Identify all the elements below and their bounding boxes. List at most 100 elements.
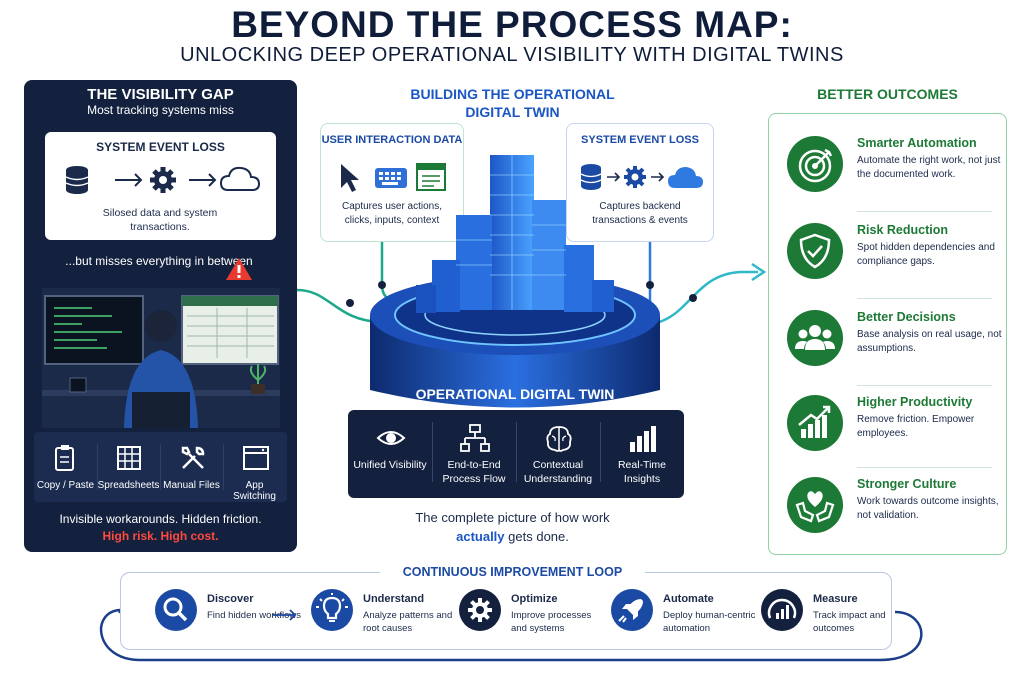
outcome-desc: Work towards outcome insights, not valid…	[857, 496, 999, 521]
loop-step-measure: Measure Track impact and outcomes	[761, 573, 911, 649]
outcome-desc: Base analysis on real usage, not assumpt…	[857, 329, 1002, 354]
gear-icon	[150, 167, 176, 193]
loop-step-desc: Improve processes and systems	[511, 610, 592, 634]
feature-label: Contextual Understanding	[523, 459, 593, 485]
loop-step-title: Measure	[813, 593, 858, 605]
user-interaction-card: USER INTERACTION DATA Captures user acti…	[320, 123, 464, 242]
feature-label: Real-Time Insights	[617, 459, 667, 485]
divider	[516, 422, 517, 482]
twin-features: Unified Visibility End-to-End Process Fl…	[348, 410, 684, 498]
cloud-icon	[668, 167, 703, 188]
center-title: BUILDING THE OPERATIONAL DIGITAL TWIN	[410, 86, 615, 120]
complete-text-emphasis: actually	[456, 529, 505, 544]
shield-icon	[799, 233, 831, 269]
loop-icon-circle	[459, 589, 501, 631]
warning-icon	[226, 258, 252, 280]
loop-step-desc: Analyze patterns and root causes	[363, 610, 453, 634]
database-icon	[65, 166, 89, 194]
outcome-icon-circle	[787, 477, 843, 533]
outcome-title: Higher Productivity	[857, 395, 973, 409]
heart-hands-icon	[795, 491, 835, 523]
tool-app-switching: App Switching	[223, 432, 286, 502]
feature-process-flow: End-to-End Process Flow	[432, 410, 516, 498]
loop-step-automate: Automate Deploy human-centric automation	[611, 573, 761, 649]
divider	[432, 422, 433, 482]
tool-spreadsheets: Spreadsheets	[97, 432, 160, 502]
loop-step-title: Automate	[663, 593, 714, 605]
divider	[160, 444, 161, 490]
loop-icon-circle	[311, 589, 353, 631]
digital-twin-illustration	[370, 155, 660, 408]
browser-icon	[416, 163, 446, 191]
loop-icon-circle	[611, 589, 653, 631]
feature-realtime: Real-Time Insights	[600, 410, 684, 498]
gear-icon	[468, 598, 492, 622]
system-event-loss-title: SYSTEM EVENT LOSS	[96, 140, 225, 154]
loop-icon-circle	[761, 589, 803, 631]
people-icon	[795, 325, 835, 350]
system-event-desc: Captures backend transactions & events	[592, 201, 688, 226]
outcome-title: Stronger Culture	[857, 477, 957, 491]
loop-icon-circle	[155, 589, 197, 631]
digital-twin-label: OPERATIONAL DIGITAL TWIN	[415, 386, 615, 402]
feature-label: Unified Visibility	[353, 459, 427, 471]
better-outcomes-title: BETTER OUTCOMES	[817, 86, 958, 102]
outcome-icon-circle	[787, 395, 843, 451]
eye-icon	[376, 431, 406, 445]
event-flow-icons	[65, 166, 261, 194]
visibility-gap-panel: THE VISIBILITY GAP Most tracking systems…	[24, 80, 297, 552]
arrow-right-icon	[273, 609, 297, 621]
loop-step-title: Discover	[207, 593, 254, 605]
complete-text-pre: The complete picture of how work	[415, 510, 610, 525]
target-icon	[798, 148, 833, 183]
outcome-desc: Automate the right work, not just the do…	[857, 155, 1001, 180]
workaround-tools: Copy / Paste Spreadsheets Manual Files	[34, 432, 287, 502]
loop-step-discover: Discover Find hidden workflows	[155, 573, 305, 649]
complete-picture-text: The complete picture of how work actuall…	[380, 508, 645, 546]
outcome-icon-circle	[787, 136, 843, 192]
system-event-card: SYSTEM EVENT LOSS Captures backend trans…	[566, 123, 714, 242]
visibility-gap-title: THE VISIBILITY GAP	[87, 86, 234, 103]
loop-step-understand: Understand Analyze patterns and root cau…	[311, 573, 461, 649]
gauge-icon	[767, 598, 797, 619]
divider	[600, 422, 601, 482]
loop-step-title: Optimize	[511, 593, 558, 605]
magnifier-icon	[163, 597, 188, 622]
system-event-loss-desc: Silosed data and system transactions.	[102, 207, 218, 233]
outcome-icon-circle	[787, 223, 843, 279]
tools-icon	[181, 446, 205, 469]
flowchart-icon	[460, 424, 490, 452]
feature-contextual: Contextual Understanding	[516, 410, 600, 498]
better-outcomes-panel: Smarter Automation Automate the right wo…	[768, 113, 1007, 555]
loop-step-desc: Track impact and outcomes	[813, 610, 886, 634]
outcome-title: Better Decisions	[857, 310, 956, 324]
outcome-title: Risk Reduction	[857, 223, 948, 237]
tool-label: App Switching	[233, 480, 276, 502]
user-interaction-icons	[341, 163, 446, 192]
outcome-stronger-culture: Stronger Culture Work towards outcome in…	[769, 477, 1006, 563]
loop-step-desc: Deploy human-centric automation	[663, 610, 756, 634]
database-icon	[580, 164, 602, 190]
outcome-desc: Spot hidden dependencies and compliance …	[857, 242, 995, 267]
page-subtitle: UNLOCKING DEEP OPERATIONAL VISIBILITY WI…	[180, 44, 844, 66]
outcome-risk-reduction: Risk Reduction Spot hidden dependencies …	[769, 223, 1006, 309]
cursor-icon	[341, 164, 359, 192]
loop-step-title: Understand	[363, 593, 425, 605]
outcome-better-decisions: Better Decisions Base analysis on real u…	[769, 310, 1006, 396]
growth-chart-icon	[798, 405, 831, 438]
tool-manual-files: Manual Files	[160, 432, 223, 502]
gear-icon	[624, 166, 646, 188]
improvement-loop-title: CONTINUOUS IMPROVEMENT LOOP	[380, 565, 645, 579]
outcome-icon-circle	[787, 310, 843, 366]
divider	[857, 211, 992, 212]
tool-copy-paste: Copy / Paste	[34, 432, 97, 502]
divider	[857, 298, 992, 299]
spreadsheet-icon	[117, 446, 141, 470]
bar-chart-icon	[630, 426, 656, 452]
divider	[857, 467, 992, 468]
keyboard-icon	[375, 168, 407, 188]
tool-label: Manual Files	[163, 480, 220, 491]
outcome-smarter-automation: Smarter Automation Automate the right wo…	[769, 136, 1006, 222]
loop-step-optimize: Optimize Improve processes and systems	[459, 573, 609, 649]
divider	[97, 444, 98, 490]
